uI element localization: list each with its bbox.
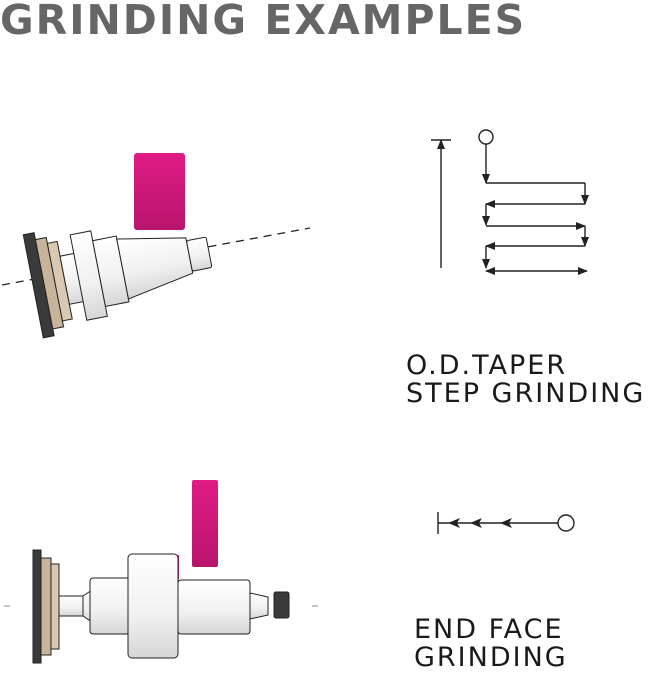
taper-grinding-machine xyxy=(1,153,311,339)
workpiece-taper-1 xyxy=(116,237,194,300)
workpiece-hub-2 xyxy=(89,577,131,635)
spindle-pin-2 xyxy=(58,595,84,617)
grinding-wheel-2 xyxy=(192,480,218,567)
example-1-label-line2: STEP GRINDING xyxy=(406,378,646,409)
example-1-label-line1: O.D.TAPER xyxy=(406,350,568,381)
feed-arrowhead-1 xyxy=(448,518,460,528)
start-point-circle-2 xyxy=(557,514,575,532)
workpiece-body-2 xyxy=(177,579,251,635)
grinding-wheel-1 xyxy=(134,153,185,230)
feed-arrowhead-3 xyxy=(500,518,512,528)
end-face-path-diagram xyxy=(437,512,575,534)
page-title: GRINDING EXAMPLES xyxy=(0,0,527,44)
example-2-label-line2: GRINDING xyxy=(414,642,568,673)
chuck-ring-2a xyxy=(40,557,52,656)
tailstock-cone-2 xyxy=(249,592,269,620)
chuck-plate-2 xyxy=(32,549,42,664)
workpiece-flange-2 xyxy=(127,553,179,659)
end-face-grinding-machine xyxy=(4,480,318,664)
example-2-label-line1: END FACE xyxy=(414,614,564,645)
step-grinding-path-diagram xyxy=(431,129,589,275)
tailstock-end-2 xyxy=(273,591,290,619)
chuck-ring-2b xyxy=(50,563,60,650)
tilted-workpiece xyxy=(22,230,213,339)
feed-arrowhead-2 xyxy=(470,518,482,528)
workpiece-tip-1 xyxy=(186,236,213,272)
start-point-circle-1 xyxy=(478,129,494,145)
